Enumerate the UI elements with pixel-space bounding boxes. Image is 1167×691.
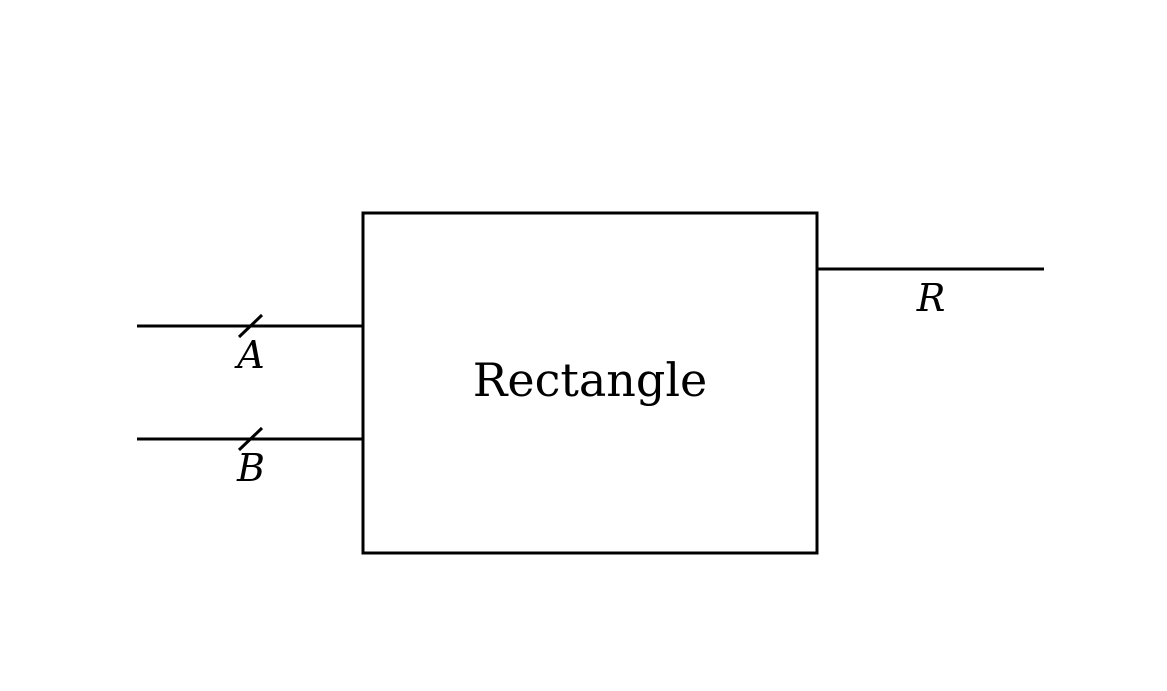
block-label: Rectangle [473, 353, 708, 407]
block-rectangle [361, 211, 819, 555]
input-label-b: B [236, 446, 265, 490]
input-label-a: A [234, 333, 264, 377]
output-label-r: R [916, 276, 946, 320]
bus-width-mark-b [237, 426, 264, 452]
bus-width-mark-a [237, 313, 264, 339]
